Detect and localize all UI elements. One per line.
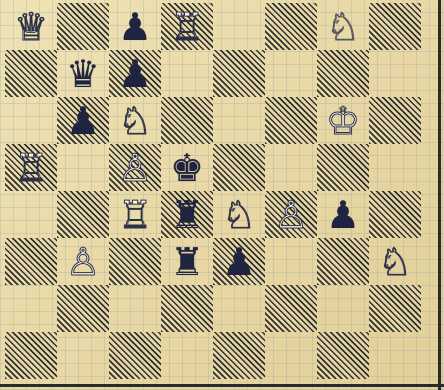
white-rook-d8-icon: ♖: [163, 3, 211, 50]
square-b8: [57, 3, 109, 50]
square-d6: [161, 97, 213, 144]
square-g5: [317, 144, 369, 191]
square-e6: [213, 97, 265, 144]
square-f3: [265, 238, 317, 285]
square-f8: [265, 3, 317, 50]
white-pawn-c5-icon: ♙: [111, 144, 159, 191]
square-e2: [213, 285, 265, 332]
square-g3: [317, 238, 369, 285]
square-a6: [5, 97, 57, 144]
square-b4: [57, 191, 109, 238]
black-rook-d3-icon: ♜: [163, 238, 211, 285]
white-knight-h3-icon: ♘: [371, 238, 419, 285]
square-h1: [369, 332, 421, 379]
square-e1: [213, 332, 265, 379]
white-knight-g8-icon: ♘: [319, 3, 367, 50]
square-d2: [161, 285, 213, 332]
square-a3: [5, 238, 57, 285]
diagram-bottom-border: [0, 384, 444, 387]
square-h7: [369, 50, 421, 97]
square-b1: [57, 332, 109, 379]
square-h5: [369, 144, 421, 191]
square-e7: [213, 50, 265, 97]
white-queen-a8-icon: ♕: [7, 3, 55, 50]
square-h8: [369, 3, 421, 50]
square-a2: [5, 285, 57, 332]
square-h6: [369, 97, 421, 144]
square-c1: [109, 332, 161, 379]
square-f2: [265, 285, 317, 332]
black-queen-b7-icon: ♛: [59, 50, 107, 97]
square-g1: [317, 332, 369, 379]
square-h2: [369, 285, 421, 332]
square-f1: [265, 332, 317, 379]
black-pawn-b6-icon: ♟: [59, 97, 107, 144]
white-pawn-f4-icon: ♙: [267, 191, 315, 238]
square-b5: [57, 144, 109, 191]
chess-diagram: ♕♟♖♘♛♟♟♘♔♖♙♚♖♜♘♙♟♙♜♟♘: [5, 3, 433, 381]
square-g7: [317, 50, 369, 97]
square-e5: [213, 144, 265, 191]
square-b2: [57, 285, 109, 332]
white-rook-c4-icon: ♖: [111, 191, 159, 238]
square-f5: [265, 144, 317, 191]
square-c3: [109, 238, 161, 285]
square-a1: [5, 332, 57, 379]
black-pawn-c7-icon: ♟: [111, 50, 159, 97]
square-a4: [5, 191, 57, 238]
white-king-g6-icon: ♔: [319, 97, 367, 144]
white-knight-c6-icon: ♘: [111, 97, 159, 144]
white-knight-e4-icon: ♘: [215, 191, 263, 238]
square-g2: [317, 285, 369, 332]
square-d1: [161, 332, 213, 379]
square-f6: [265, 97, 317, 144]
black-pawn-e3-icon: ♟: [215, 238, 263, 285]
black-rook-d4-icon: ♜: [163, 191, 211, 238]
square-a7: [5, 50, 57, 97]
black-king-d5-icon: ♚: [163, 144, 211, 191]
square-f7: [265, 50, 317, 97]
black-pawn-c8-icon: ♟: [111, 3, 159, 50]
white-pawn-b3-icon: ♙: [59, 238, 107, 285]
square-c2: [109, 285, 161, 332]
white-rook-a5-icon: ♖: [7, 144, 55, 191]
black-pawn-g4-icon: ♟: [319, 191, 367, 238]
square-d7: [161, 50, 213, 97]
square-e8: [213, 3, 265, 50]
diagram-right-border: [438, 0, 441, 390]
square-h4: [369, 191, 421, 238]
